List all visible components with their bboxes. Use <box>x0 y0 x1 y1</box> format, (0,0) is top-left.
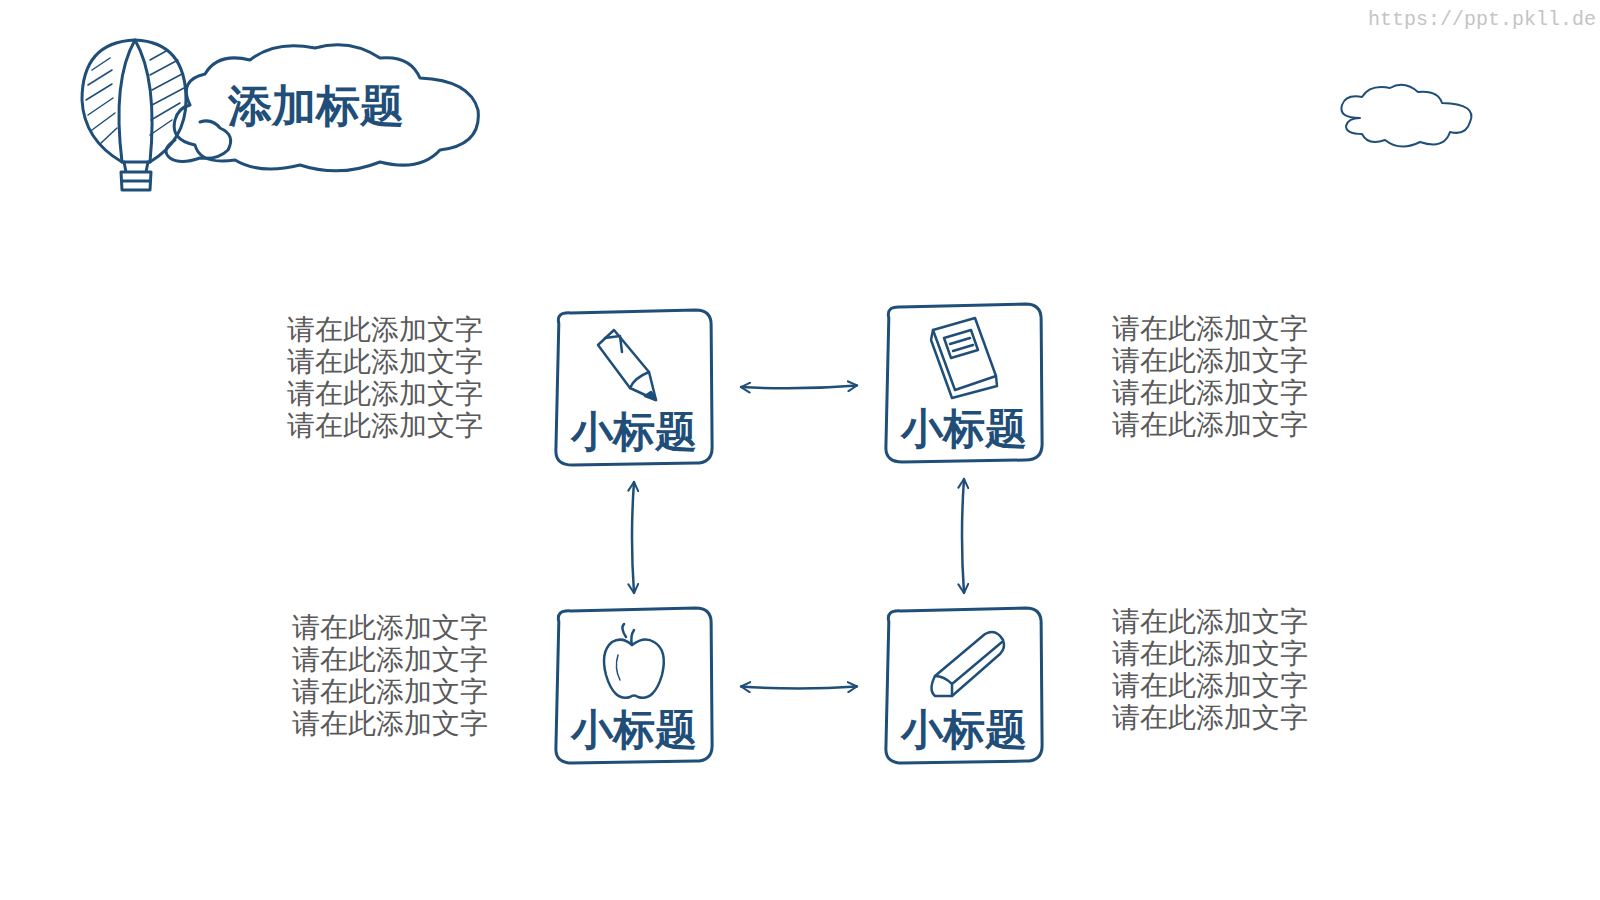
double-arrow <box>741 385 857 388</box>
description-text: 请在此添加文字请在此添加文字请在此添加文字请在此添加文字 <box>273 612 488 740</box>
box-outline-path <box>556 310 712 465</box>
description-text: 请在此添加文字请在此添加文字请在此添加文字请在此添加文字 <box>1112 313 1327 441</box>
subtitle-box: 小标题 <box>551 606 717 767</box>
slide-title: 添加标题 <box>228 80 404 132</box>
double-arrow <box>962 479 964 593</box>
subtitle-box: 小标题 <box>881 302 1047 466</box>
apple-icon <box>604 624 664 698</box>
subtitle-box: 小标题 <box>551 308 717 469</box>
balloon-hatch <box>86 50 184 144</box>
balloon <box>82 40 186 162</box>
description-text: 请在此添加文字请在此添加文字请在此添加文字请在此添加文字 <box>268 314 483 442</box>
balloon-basket <box>121 162 151 190</box>
eraser-icon <box>932 632 1005 696</box>
title-cloud <box>174 45 478 171</box>
box-outline-path <box>886 304 1042 462</box>
pencil-icon <box>598 330 656 400</box>
double-arrow <box>741 687 857 689</box>
small-cloud <box>166 121 231 162</box>
description-text: 请在此添加文字请在此添加文字请在此添加文字请在此添加文字 <box>1112 606 1327 734</box>
subtitle-text: 小标题 <box>901 404 1027 454</box>
double-arrow <box>632 482 634 593</box>
box-outline-path <box>556 608 712 763</box>
subtitle-text: 小标题 <box>571 407 697 457</box>
watermark: https://ppt.pkll.de <box>1368 8 1598 31</box>
subtitle-text: 小标题 <box>571 705 697 755</box>
book-icon <box>931 318 997 398</box>
box-outline-path <box>886 608 1042 763</box>
subtitle-text: 小标题 <box>901 705 1027 755</box>
subtitle-box: 小标题 <box>881 606 1047 767</box>
corner-cloud <box>1341 85 1471 147</box>
balloon-stripe <box>119 40 152 162</box>
